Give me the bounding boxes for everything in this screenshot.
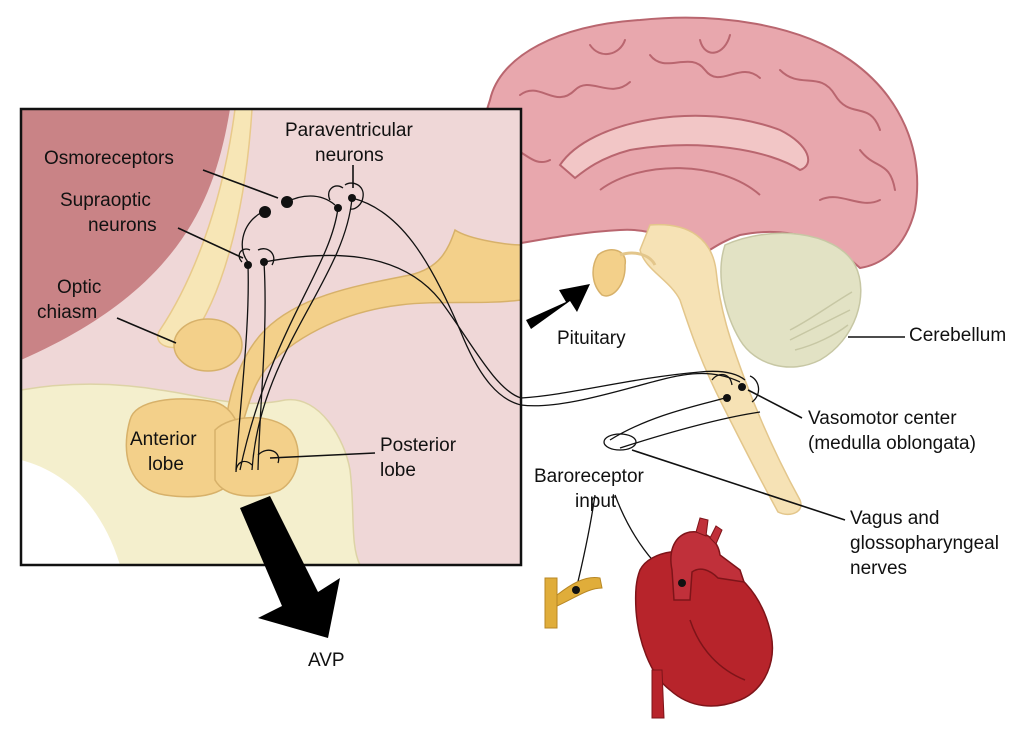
label-pituitary: Pituitary <box>557 328 626 349</box>
brain-illustration <box>477 16 919 516</box>
aorta <box>670 531 746 601</box>
label-avp: AVP <box>308 650 345 671</box>
labels: Osmoreceptors Paraventricular neurons Su… <box>37 120 1006 671</box>
avp-release-arrow <box>240 496 340 638</box>
heart-illustration <box>634 517 774 719</box>
label-supraoptic-line1: Supraoptic <box>60 190 151 211</box>
cerebellum-shape <box>720 232 862 368</box>
label-anterior-line2: lobe <box>148 454 184 475</box>
posterior-lobe-shape <box>214 416 299 497</box>
pituitary-arrow <box>526 284 590 329</box>
label-paraventricular-line1: Paraventricular <box>285 120 413 141</box>
neural-pathways <box>235 195 521 471</box>
leader-lines <box>116 165 905 521</box>
label-anterior-line1: Anterior <box>130 429 197 450</box>
third-ventricle <box>21 109 230 360</box>
vena-cava <box>651 669 665 719</box>
label-posterior-line2: lobe <box>380 460 416 481</box>
label-posterior-line1: Posterior <box>380 435 457 456</box>
label-vagus-line3: nerves <box>850 558 907 579</box>
carotid-vessel <box>544 576 603 629</box>
label-optic-line2: chiasm <box>37 302 97 323</box>
label-osmoreceptors: Osmoreceptors <box>44 148 174 169</box>
corpus-callosum <box>558 114 810 180</box>
label-optic-line1: Optic <box>57 277 101 298</box>
pituitary-small <box>592 249 626 297</box>
vasomotor-connections <box>520 370 761 591</box>
label-supraoptic-line2: neurons <box>88 215 157 236</box>
label-baroreceptor-line2: input <box>575 491 617 512</box>
label-vasomotor-line1: Vasomotor center <box>808 408 957 429</box>
brainstem <box>639 223 802 516</box>
cerebral-gyri <box>499 34 896 204</box>
hypothalamus-inset <box>19 107 523 567</box>
optic-chiasm-shape <box>173 318 243 372</box>
label-vasomotor-line2: (medulla oblongata) <box>808 433 976 454</box>
synapse-arcs <box>235 182 364 473</box>
cerebellum-folia <box>789 291 853 351</box>
pituitary-stalk <box>224 228 521 431</box>
label-paraventricular-line2: neurons <box>315 145 384 166</box>
thalamus-outline <box>599 167 761 196</box>
label-baroreceptor-line1: Baroreceptor <box>534 466 645 487</box>
neuron-cell-bodies <box>244 194 356 269</box>
label-vagus-line2: glossopharyngeal <box>850 533 999 554</box>
label-vagus-line1: Vagus and <box>850 508 939 529</box>
label-cerebellum: Cerebellum <box>909 325 1006 346</box>
